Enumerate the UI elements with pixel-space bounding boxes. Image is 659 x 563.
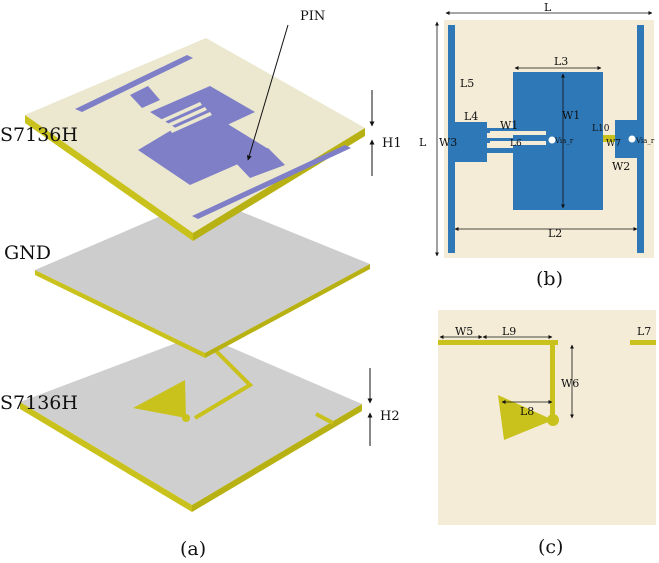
panel-c: W5 L9 L7 W6 L8 (c) (438, 310, 656, 558)
stub-L7 (630, 340, 656, 345)
pin-arrow (246, 24, 289, 161)
top-substrate (25, 38, 365, 241)
right-bar (637, 25, 644, 253)
dim-L8: L8 (520, 405, 534, 418)
dim-W1-left: W1 (500, 119, 518, 132)
gnd-layer-label: GND (4, 242, 51, 264)
bottom-substrate (20, 334, 362, 512)
gnd-plane (35, 197, 370, 358)
dim-W1-right: W1 (562, 109, 580, 122)
dim-L2: L2 (548, 227, 562, 240)
panel-b: L L L3 L2 W1 L5 L4 W1 L6 W3 Via_r L10 W7… (419, 1, 655, 290)
dim-L-side: L (419, 136, 427, 149)
caption-a: (a) (180, 538, 206, 560)
via-label-2: Via_r (635, 137, 655, 145)
left-bar (448, 25, 455, 253)
dim-L7: L7 (637, 325, 651, 338)
dim-W3: W3 (439, 136, 457, 149)
panel-a: PIN H1 H2 S7136H GND S7136H (a) (0, 9, 402, 560)
caption-c: (c) (538, 536, 563, 558)
feed-horizontal (438, 340, 558, 345)
feed-vertical (550, 340, 555, 420)
caption-b: (b) (536, 268, 563, 290)
dim-L6: L6 (510, 139, 522, 149)
dim-L-top: L (544, 1, 552, 14)
dim-W2: W2 (612, 160, 630, 173)
radial-stub-c (498, 395, 553, 440)
dim-L5: L5 (460, 77, 474, 90)
h1-label: H1 (382, 136, 402, 151)
h2-label: H2 (380, 409, 400, 424)
bottom-feed-line (193, 348, 254, 420)
dim-L3: L3 (554, 55, 568, 68)
dim-W5: W5 (455, 325, 473, 338)
radial-stub (133, 380, 186, 418)
dim-W6: W6 (561, 377, 579, 390)
dim-L4: L4 (464, 110, 478, 123)
via-label-1: Via_r (554, 137, 574, 145)
top-layer-label: S7136H (0, 124, 78, 146)
dim-L10: L10 (592, 124, 610, 134)
pin-label: PIN (300, 9, 325, 24)
bottom-stub-line (315, 412, 334, 425)
dim-L9: L9 (502, 325, 516, 338)
dim-W7: W7 (606, 139, 621, 149)
bottom-layer-label: S7136H (0, 392, 78, 414)
right-patch (615, 120, 637, 158)
top-patch (75, 55, 351, 219)
